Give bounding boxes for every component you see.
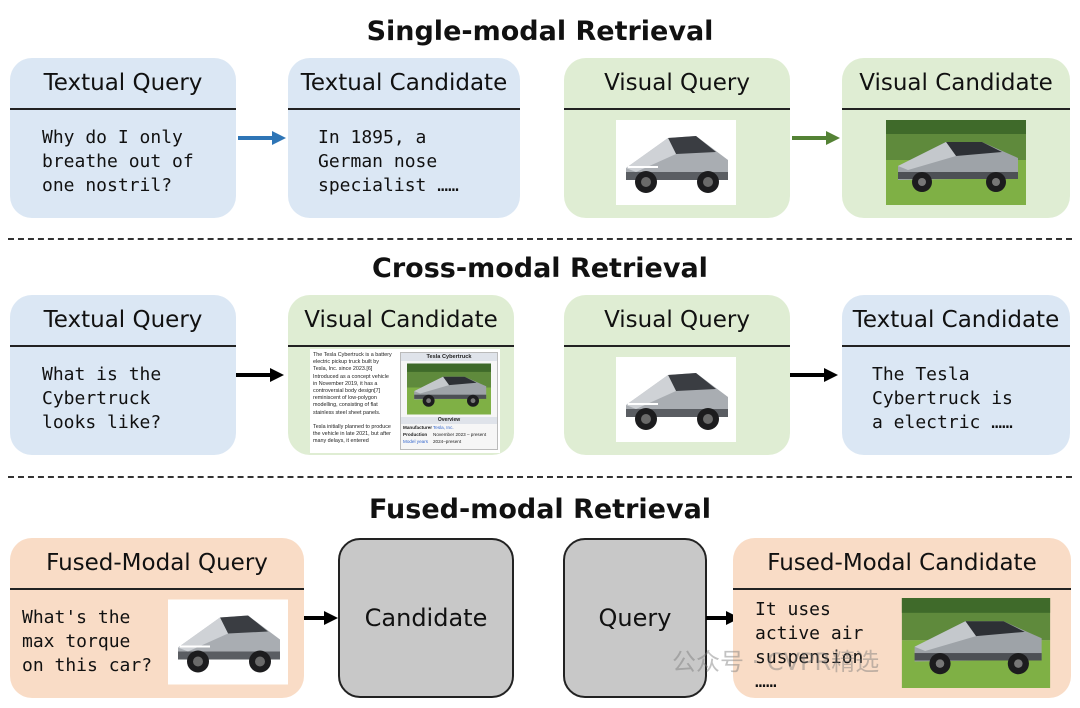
infobox-cybertruck-photo	[407, 363, 491, 415]
arrow-right-icon	[792, 131, 840, 145]
card-header: Textual Query	[10, 58, 236, 110]
query-text: Why do I only breathe out of one nostril…	[42, 127, 194, 196]
section-divider	[8, 476, 1072, 478]
cybertruck-image	[616, 357, 736, 442]
candidate-text: In 1895, a German nose specialist ……	[318, 127, 459, 196]
card-header: Visual Query	[564, 295, 790, 347]
card-header: Fused-Modal Query	[10, 538, 304, 590]
arrow-right-icon	[790, 368, 838, 382]
candidate-text: The Tesla Cybertruck is a electric ……	[872, 364, 1013, 433]
single-textual-query-card: Textual Query Why do I only breathe out …	[10, 58, 236, 218]
candidate-label: Candidate	[364, 604, 488, 632]
query-box: Query	[563, 538, 707, 698]
watermark: 公众号 · CVPR精选	[672, 648, 880, 676]
query-text: What is the Cybertruck looks like?	[42, 364, 162, 433]
wikipedia-page-image: The Tesla Cybertruck is a battery electr…	[310, 349, 500, 453]
fused-modal-candidate-card: Fused-Modal Candidate It uses active air…	[733, 538, 1071, 698]
card-header: Textual Candidate	[842, 295, 1070, 347]
candidate-box: Candidate	[338, 538, 514, 698]
single-textual-candidate-card: Textual Candidate In 1895, a German nose…	[288, 58, 520, 218]
fused-modal-query-card: Fused-Modal Query What's the max torque …	[10, 538, 304, 698]
card-header: Textual Query	[10, 295, 236, 347]
section-title-cross: Cross-modal Retrieval	[372, 253, 708, 284]
cross-visual-candidate-card: Visual Candidate The Tesla Cybertruck is…	[288, 295, 514, 455]
query-label: Query	[598, 604, 672, 632]
wiki-body-text: The Tesla Cybertruck is a battery electr…	[313, 352, 392, 445]
section-divider	[8, 238, 1072, 240]
card-header: Fused-Modal Candidate	[733, 538, 1071, 590]
infobox-title: Tesla Cybertruck	[401, 353, 497, 361]
cross-visual-query-card: Visual Query	[564, 295, 790, 455]
arrow-right-icon	[236, 368, 284, 382]
card-header: Textual Candidate	[288, 58, 520, 110]
cybertruck-photo	[886, 120, 1026, 205]
cybertruck-photo	[897, 598, 1055, 688]
candidate-text: It uses active air suspension ……	[755, 599, 864, 692]
arrow-right-icon	[304, 611, 338, 625]
arrow-right-icon	[238, 131, 286, 145]
card-header: Visual Query	[564, 58, 790, 110]
single-visual-query-card: Visual Query	[564, 58, 790, 218]
section-title-fused: Fused-modal Retrieval	[368, 494, 712, 525]
cybertruck-image	[168, 598, 288, 686]
cybertruck-image	[616, 120, 736, 205]
section-title-single: Single-modal Retrieval	[366, 16, 714, 47]
card-header: Visual Candidate	[288, 295, 514, 347]
cross-textual-query-card: Textual Query What is the Cybertruck loo…	[10, 295, 236, 455]
query-text: What's the max torque on this car?	[22, 607, 153, 676]
single-visual-candidate-card: Visual Candidate	[842, 58, 1070, 218]
cross-textual-candidate-card: Textual Candidate The Tesla Cybertruck i…	[842, 295, 1070, 455]
infobox-overview: Overview	[401, 417, 497, 424]
card-header: Visual Candidate	[842, 58, 1070, 110]
